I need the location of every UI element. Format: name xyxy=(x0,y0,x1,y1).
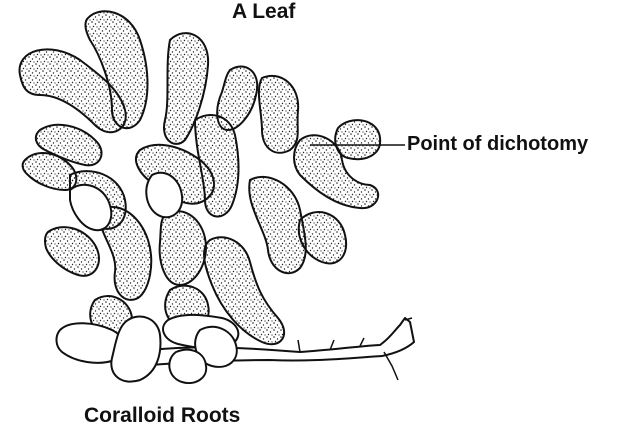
coralloid-lobes xyxy=(20,11,381,383)
leaf-label: A Leaf xyxy=(232,0,295,24)
dichotomy-point-label: Point of dichotomy xyxy=(407,133,588,156)
coralloid-roots-caption: Coralloid Roots xyxy=(84,404,240,428)
